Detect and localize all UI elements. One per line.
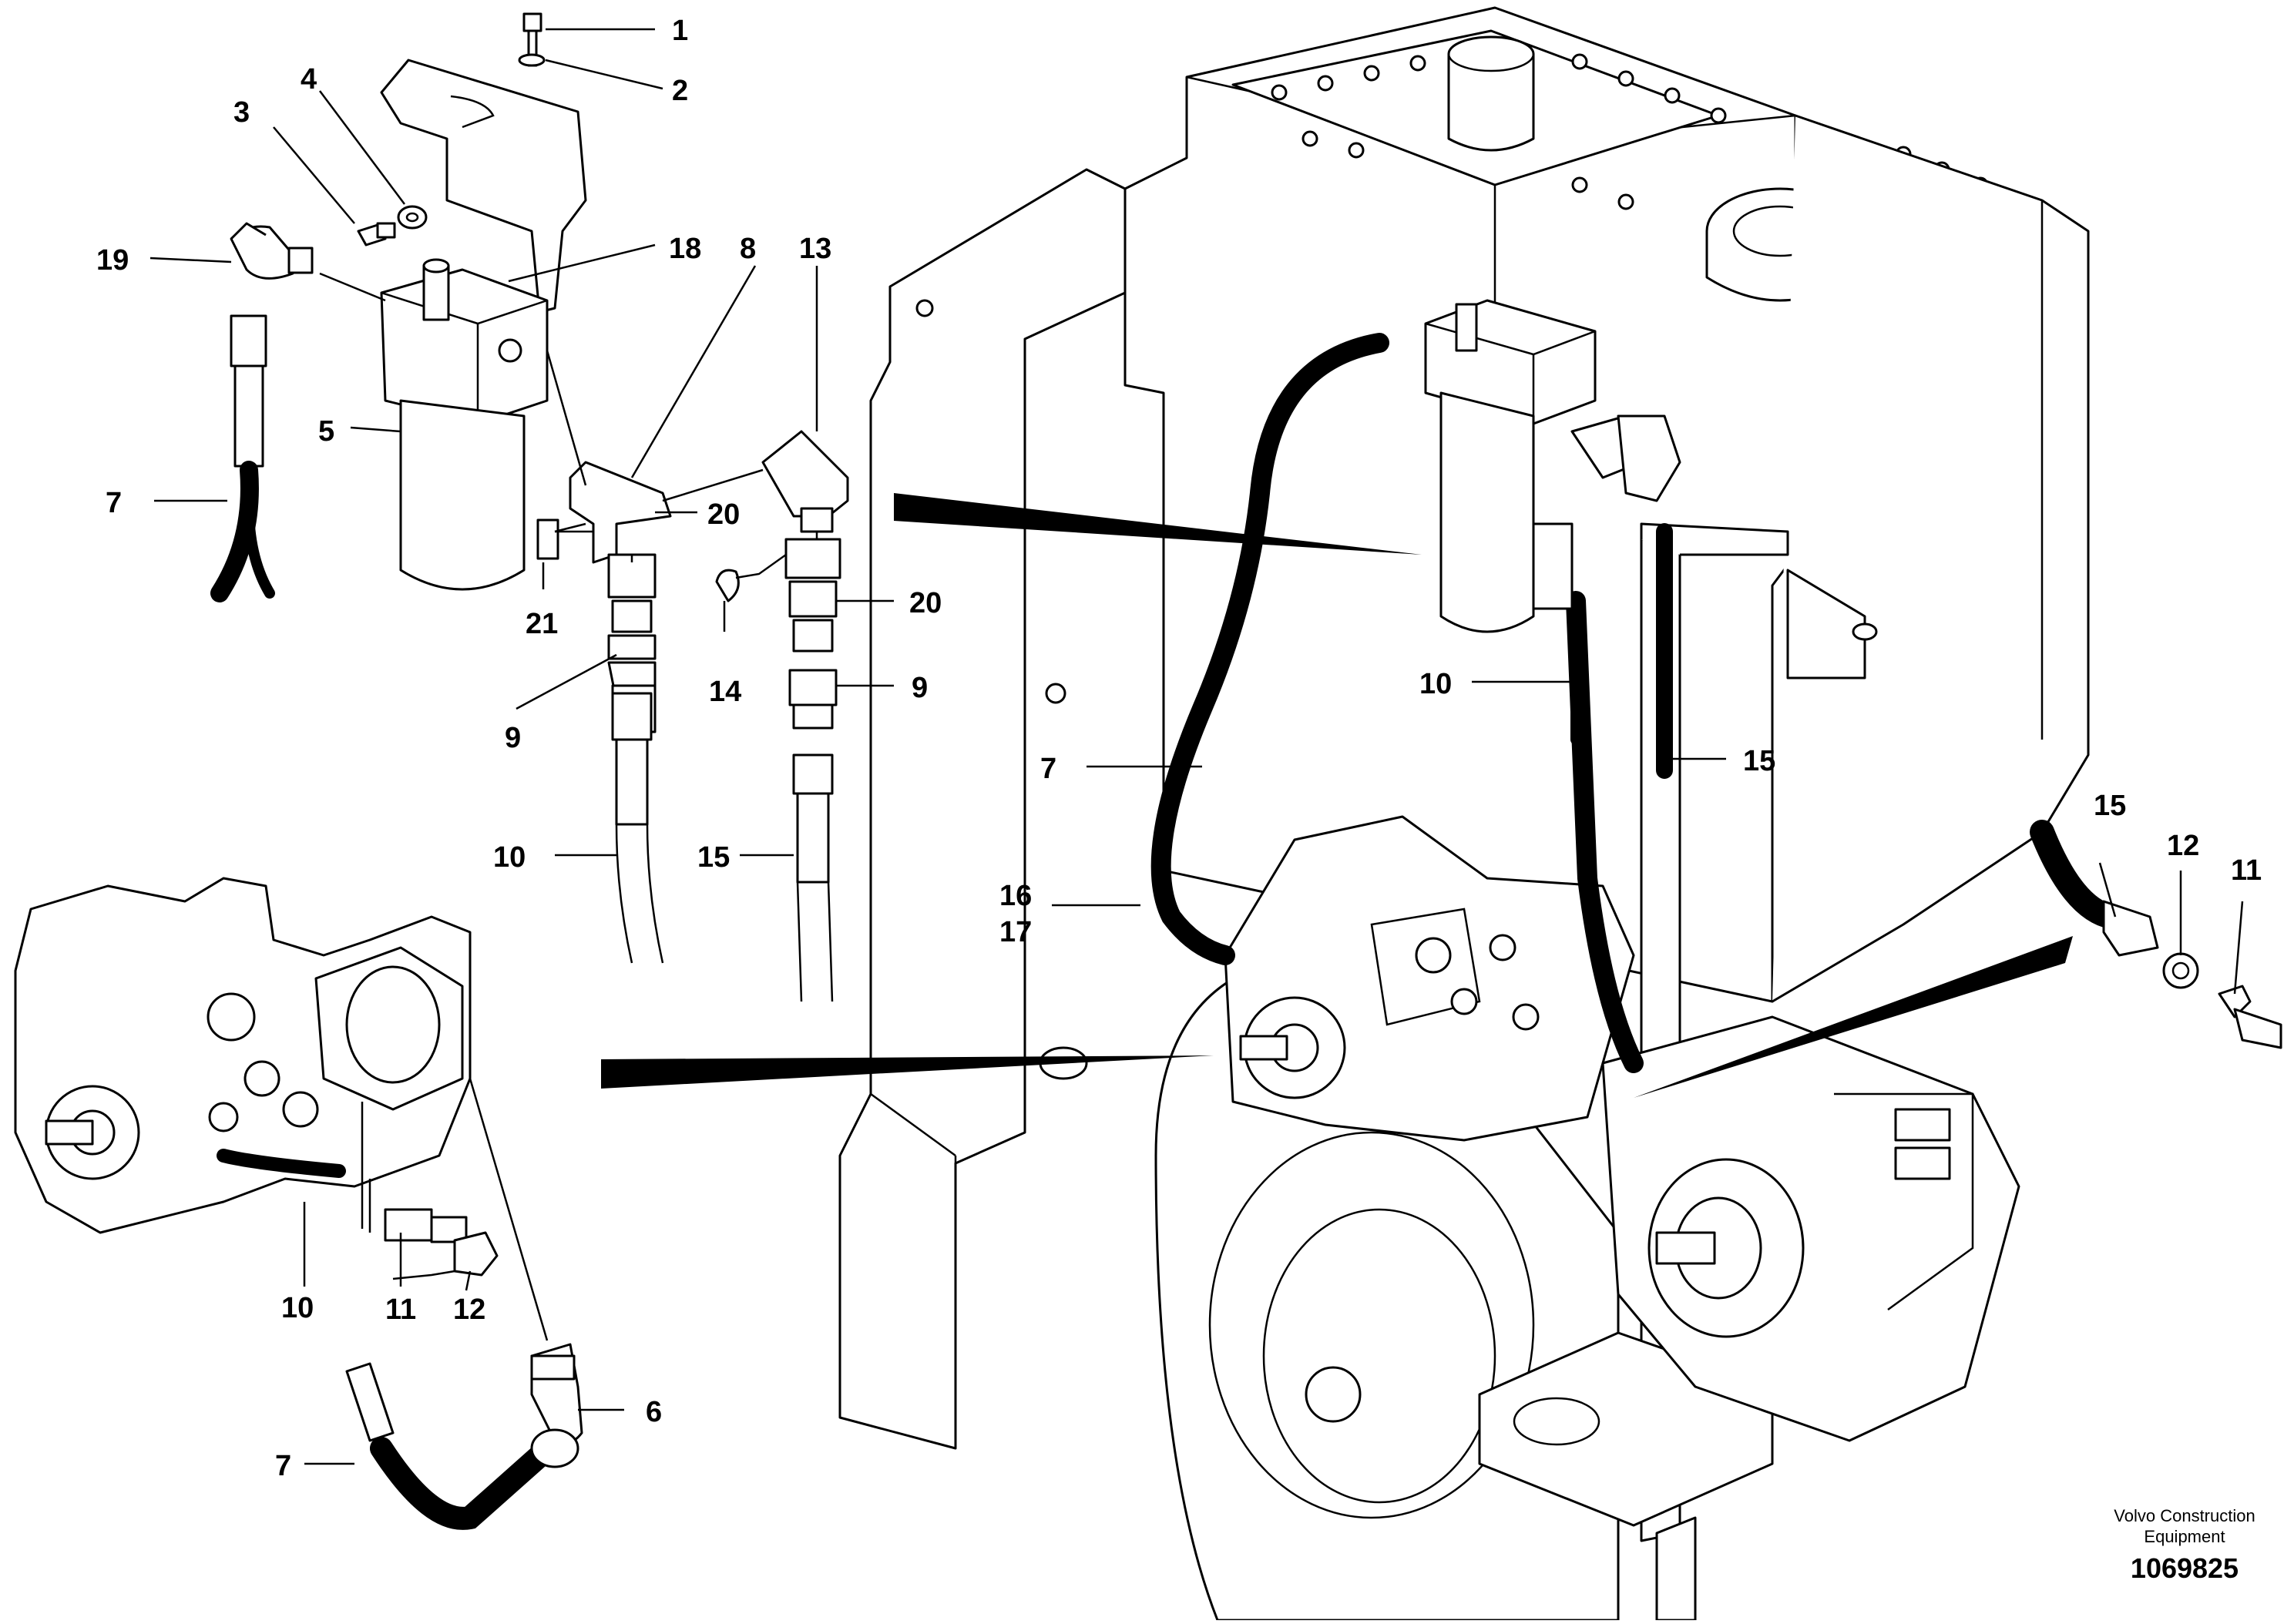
callout-7-center: 7 xyxy=(1040,753,1056,785)
document-number: 1069825 xyxy=(2131,1552,2239,1584)
footer: Volvo Construction Equipment 1069825 xyxy=(2114,1506,2255,1584)
callout-labels: 1 2 3 4 19 18 8 13 5 7 20 21 20 14 9 9 1… xyxy=(96,15,2262,1482)
brand-subline: Equipment xyxy=(2144,1527,2225,1546)
callout-1: 1 xyxy=(672,15,688,47)
pointer-wedges xyxy=(601,493,2073,1098)
callout-6: 6 xyxy=(646,1396,662,1428)
callout-7-bottom: 7 xyxy=(275,1450,291,1482)
callout-5: 5 xyxy=(318,415,334,448)
callout-15-left: 15 xyxy=(697,841,730,874)
callout-15-right: 15 xyxy=(2094,790,2126,822)
callout-4: 4 xyxy=(301,63,317,96)
callout-9-right: 9 xyxy=(912,672,928,704)
callout-15-center: 15 xyxy=(1743,745,1775,777)
callout-21: 21 xyxy=(526,608,558,640)
brand-name: Volvo Construction xyxy=(2114,1506,2255,1525)
callout-12-bottom: 12 xyxy=(453,1293,485,1326)
callout-11-right: 11 xyxy=(2231,854,2262,887)
callout-9-left: 9 xyxy=(505,722,521,754)
filter-installed xyxy=(1424,299,1681,633)
callout-18: 18 xyxy=(669,233,701,265)
callout-20-right: 20 xyxy=(909,587,942,619)
pump-detail xyxy=(14,877,583,1530)
exploded-filter-assembly xyxy=(210,12,849,1002)
callout-16: 16 xyxy=(999,880,1032,912)
callout-10-center: 10 xyxy=(1419,668,1452,700)
callout-13: 13 xyxy=(799,233,831,265)
hydraulic-pump-main xyxy=(1224,815,2020,1442)
callout-10-bottom: 10 xyxy=(281,1292,314,1324)
callout-2: 2 xyxy=(672,75,688,107)
callout-7-left: 7 xyxy=(106,487,122,519)
callout-20-left: 20 xyxy=(707,498,740,531)
callout-8: 8 xyxy=(740,233,756,265)
right-fittings xyxy=(2030,820,2282,1049)
main-hoses xyxy=(1150,333,1673,1073)
callout-14: 14 xyxy=(709,676,741,708)
callout-19: 19 xyxy=(96,244,129,277)
callout-3: 3 xyxy=(233,96,250,129)
callout-12-right: 12 xyxy=(2167,830,2199,862)
leader-lines xyxy=(149,28,2244,1465)
callout-11-bottom: 11 xyxy=(385,1293,416,1326)
callout-10-left: 10 xyxy=(493,841,526,874)
callout-17: 17 xyxy=(999,916,1032,948)
